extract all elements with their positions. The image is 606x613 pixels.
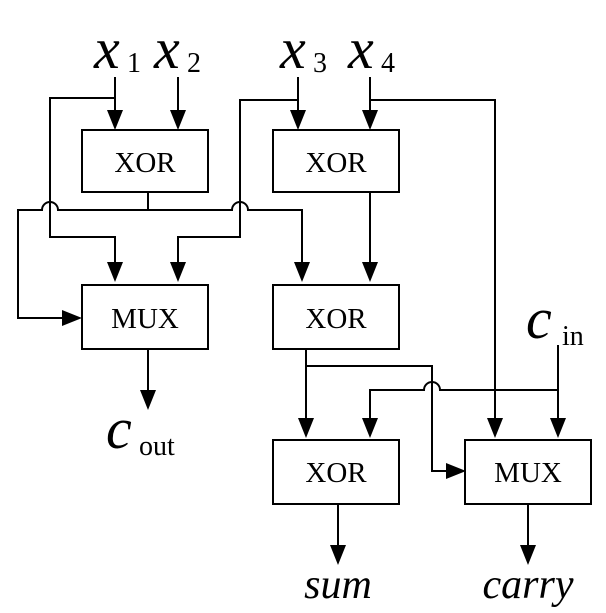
arrow-carry: [520, 545, 536, 565]
arrow-xor-sum-in1: [298, 418, 314, 438]
input-subscript: 3: [313, 48, 327, 79]
xor-gate-c: XOR: [272, 284, 400, 350]
output-cout-label: c out: [106, 396, 175, 462]
gate-label: XOR: [305, 457, 367, 489]
mux-carry: MUX: [464, 439, 592, 505]
input-subscript: in: [562, 321, 584, 352]
gate-label: MUX: [494, 457, 562, 489]
wire-cin: [369, 345, 559, 418]
xor-gate-b: XOR: [272, 129, 400, 193]
input-subscript: 4: [381, 48, 395, 79]
input-subscript: 2: [187, 48, 201, 79]
arrow-xor-sum-in2: [362, 418, 378, 438]
arrow-cout: [140, 390, 156, 410]
input-x1-label: x 1: [93, 16, 141, 81]
wire-x4-branch: [370, 99, 496, 418]
gate-label: XOR: [305, 303, 367, 335]
arrow-x2-xor-a: [170, 110, 186, 130]
arrow-xor-c-in1: [294, 262, 310, 282]
gate-label: XOR: [305, 147, 367, 179]
output-subscript: out: [139, 431, 175, 462]
input-subscript: 1: [127, 48, 141, 79]
arrow-mux-carry-in1: [487, 418, 503, 438]
arrow-x1-xor-a: [107, 110, 123, 130]
output-carry-label: carry: [483, 562, 574, 608]
xor-gate-sum: XOR: [272, 439, 400, 505]
xor-gate-a: XOR: [81, 129, 209, 193]
arrow-sum: [330, 545, 346, 565]
arrow-x4-xor-b: [362, 110, 378, 130]
input-symbol: x: [93, 16, 120, 81]
wire-xor-a-to-xor-c: [148, 201, 303, 262]
input-x2-label: x 2: [153, 16, 201, 81]
wire-xor-c-out: [305, 349, 450, 472]
output-symbol: c: [106, 396, 132, 461]
input-symbol: x: [347, 16, 374, 81]
wire-xor-a-to-mux-select: [17, 192, 149, 319]
input-x3-label: x 3: [279, 16, 327, 81]
gate-label: MUX: [111, 303, 179, 335]
mux-cout: MUX: [81, 284, 209, 350]
arrow-mux-carry-select: [446, 463, 466, 479]
arrow-mux-carry-in2: [550, 418, 566, 438]
gate-label: XOR: [114, 147, 176, 179]
input-symbol: x: [279, 16, 306, 81]
input-symbol: c: [526, 286, 552, 351]
arrow-mux-cout-in1: [107, 262, 123, 282]
output-sum-label: sum: [304, 562, 372, 608]
wire-x1-branch: [49, 97, 116, 262]
input-cin-label: c in: [526, 286, 584, 352]
arrow-mux-cout-in2: [170, 262, 186, 282]
arrowheads: [62, 110, 566, 565]
wire-x3-branch: [177, 99, 298, 262]
arrow-x3-xor-b: [290, 110, 306, 130]
input-x4-label: x 4: [347, 16, 395, 81]
arrow-mux-cout-select: [62, 310, 82, 326]
wires: [17, 77, 559, 545]
arrow-xor-c-in2: [362, 262, 378, 282]
input-symbol: x: [153, 16, 180, 81]
